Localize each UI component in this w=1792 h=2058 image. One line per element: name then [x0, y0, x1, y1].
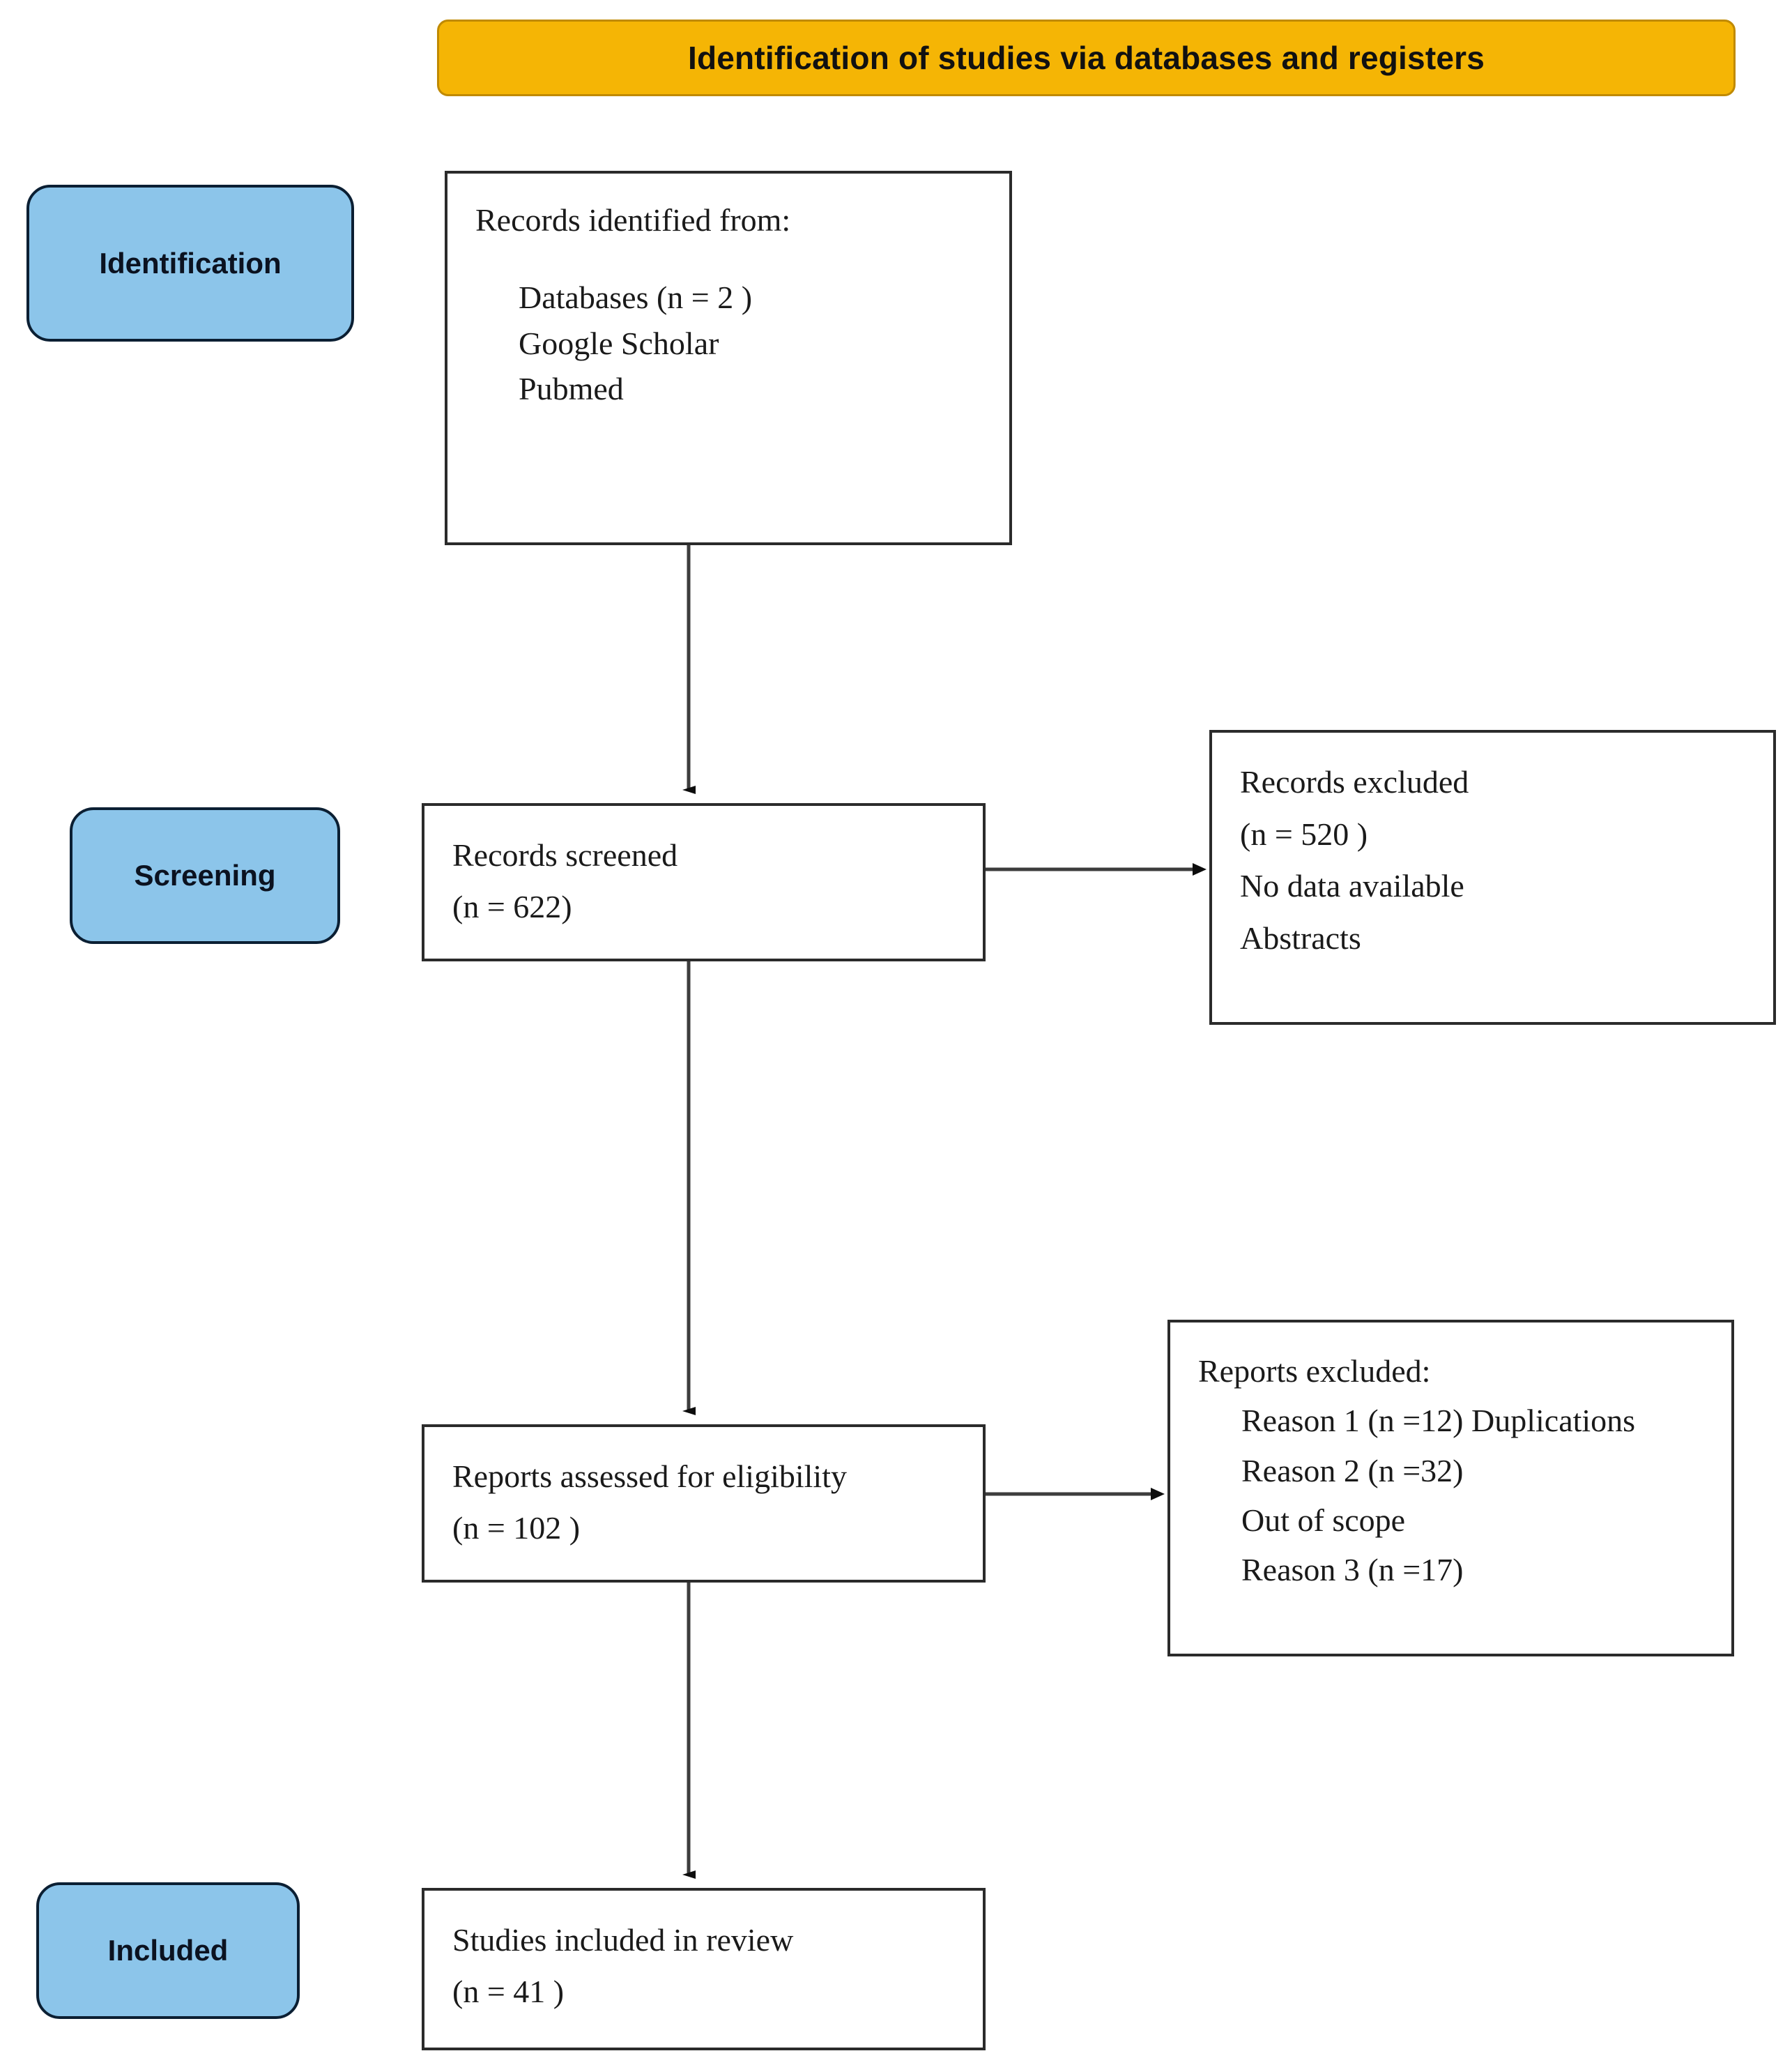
box-reports-excluded: Reports excluded: Reason 1 (n =12) Dupli…	[1167, 1320, 1734, 1656]
box-line: No data available	[1240, 868, 1464, 904]
box-reports-assessed-for-eligibility: Reports assessed for eligibility (n = 10…	[422, 1424, 986, 1583]
box-line: Reason 1 (n =12) Duplications	[1241, 1403, 1636, 1439]
box-line: Reports assessed for eligibility	[452, 1458, 847, 1494]
box-records-screened: Records screened (n = 622)	[422, 803, 986, 961]
box-line: Reason 3 (n =17)	[1241, 1552, 1464, 1588]
box-line: Studies included in review	[452, 1922, 794, 1958]
box-line: Abstracts	[1240, 920, 1361, 956]
box-records-excluded: Records excluded (n = 520 ) No data avai…	[1209, 730, 1776, 1025]
box-line: (n = 102 )	[452, 1509, 581, 1546]
box-studies-included-in-review: Studies included in review (n = 41 )	[422, 1888, 986, 2050]
box-records-identified: Records identified from: Databases (n = …	[445, 171, 1012, 545]
box-line-spacer	[475, 243, 981, 275]
stage-label-identification: Identification	[26, 185, 354, 342]
box-line: Pubmed	[519, 370, 624, 406]
stage-label-included: Included	[36, 1882, 300, 2019]
box-line: Out of scope	[1241, 1502, 1406, 1538]
stage-label-text: Included	[107, 1934, 229, 1967]
box-line: (n = 622)	[452, 888, 572, 924]
diagram-title-banner: Identification of studies via databases …	[437, 20, 1736, 96]
stage-label-text: Screening	[134, 859, 276, 892]
page-title: Identification of studies via databases …	[687, 40, 1485, 76]
stage-label-screening: Screening	[70, 807, 340, 944]
box-line: (n = 41 )	[452, 1973, 565, 2009]
box-line: (n = 520 )	[1240, 816, 1368, 852]
box-line: Databases (n = 2 )	[519, 280, 753, 316]
box-line: Records excluded	[1240, 764, 1469, 800]
box-line: Records identified from:	[475, 202, 791, 238]
stage-label-text: Identification	[99, 246, 282, 280]
box-line: Reason 2 (n =32)	[1241, 1452, 1464, 1488]
box-line: Reports excluded:	[1198, 1353, 1431, 1389]
box-line: Google Scholar	[519, 325, 719, 361]
box-line: Records screened	[452, 837, 678, 873]
